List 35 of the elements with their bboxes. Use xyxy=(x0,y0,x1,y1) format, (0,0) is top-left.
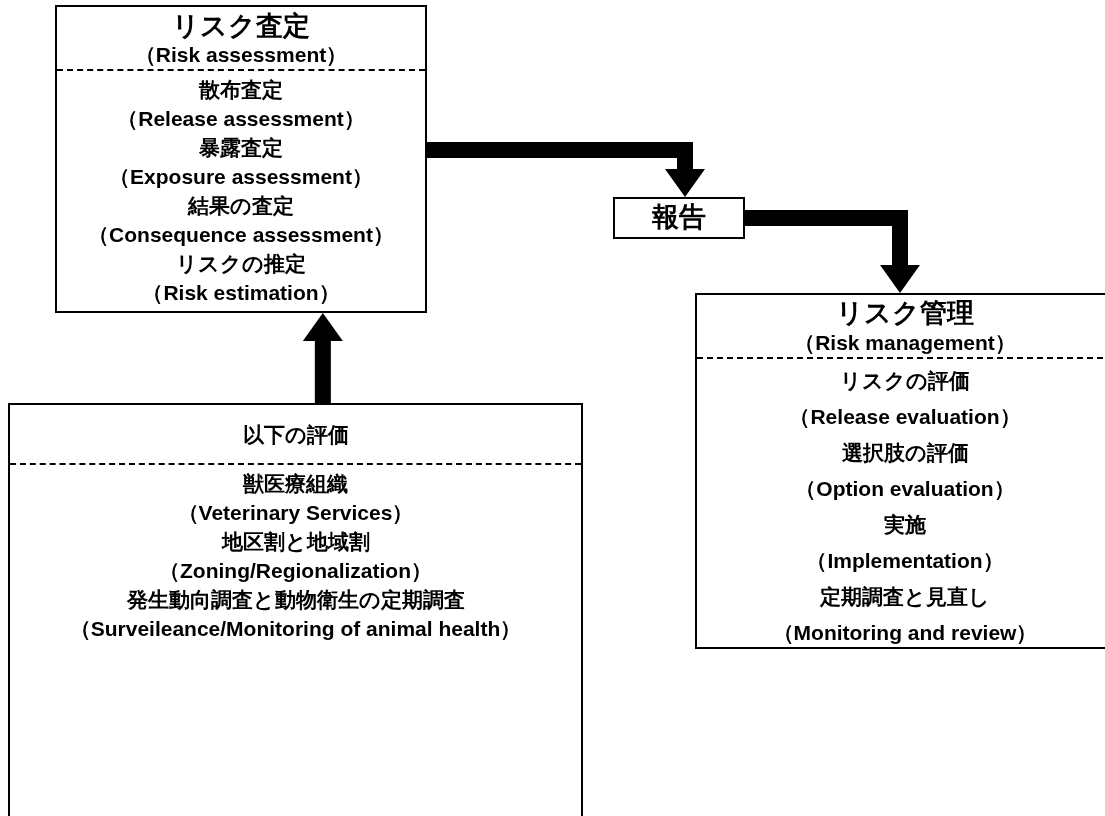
list-item: 地区割と地域割 xyxy=(221,529,370,555)
list-item: （Implementation） xyxy=(806,548,1004,574)
list-item: （Release evaluation） xyxy=(789,404,1021,430)
list-item: （Consequence assessment） xyxy=(88,222,394,248)
list-item: 暴露査定 xyxy=(199,135,283,161)
list-item: （Release assessment） xyxy=(117,106,365,132)
box-title: 報告 xyxy=(652,201,706,234)
arrow xyxy=(302,313,343,403)
report-box xyxy=(613,197,745,239)
list-item: （Zoning/Regionalization） xyxy=(159,558,432,584)
list-item: 定期調査と見直し xyxy=(820,584,990,610)
box-title: リスク査定 xyxy=(172,11,310,41)
list-item: （Veterinary Services） xyxy=(177,500,414,526)
list-item: （Exposure assessment） xyxy=(109,164,373,190)
list-item: リスクの推定 xyxy=(176,251,306,277)
list-item: （Monitoring and review） xyxy=(772,620,1038,646)
list-item: 発生動向調査と動物衛生の定期調査 xyxy=(126,587,465,613)
box-title: 以下の評価 xyxy=(242,422,349,448)
list-item: 散布査定 xyxy=(199,77,283,103)
list-item: （Option evaluation） xyxy=(795,476,1015,502)
arrow xyxy=(427,142,705,197)
arrow xyxy=(745,210,920,293)
list-item: 獣医療組織 xyxy=(243,471,348,497)
process-box xyxy=(8,403,583,816)
process-box xyxy=(55,5,427,313)
list-item: 選択肢の評価 xyxy=(841,440,969,466)
box-subtitle: （Risk management） xyxy=(794,330,1016,356)
list-item: （Risk estimation） xyxy=(142,280,340,306)
box-subtitle: （Risk assessment） xyxy=(134,42,348,68)
list-item: 結果の査定 xyxy=(188,193,294,219)
list-item: （Surveileance/Monitoring of animal health） xyxy=(68,616,523,642)
box-title: リスク管理 xyxy=(836,297,974,329)
process-box xyxy=(695,293,1105,649)
list-item: 実施 xyxy=(884,512,926,538)
list-item: リスクの評価 xyxy=(840,368,970,394)
